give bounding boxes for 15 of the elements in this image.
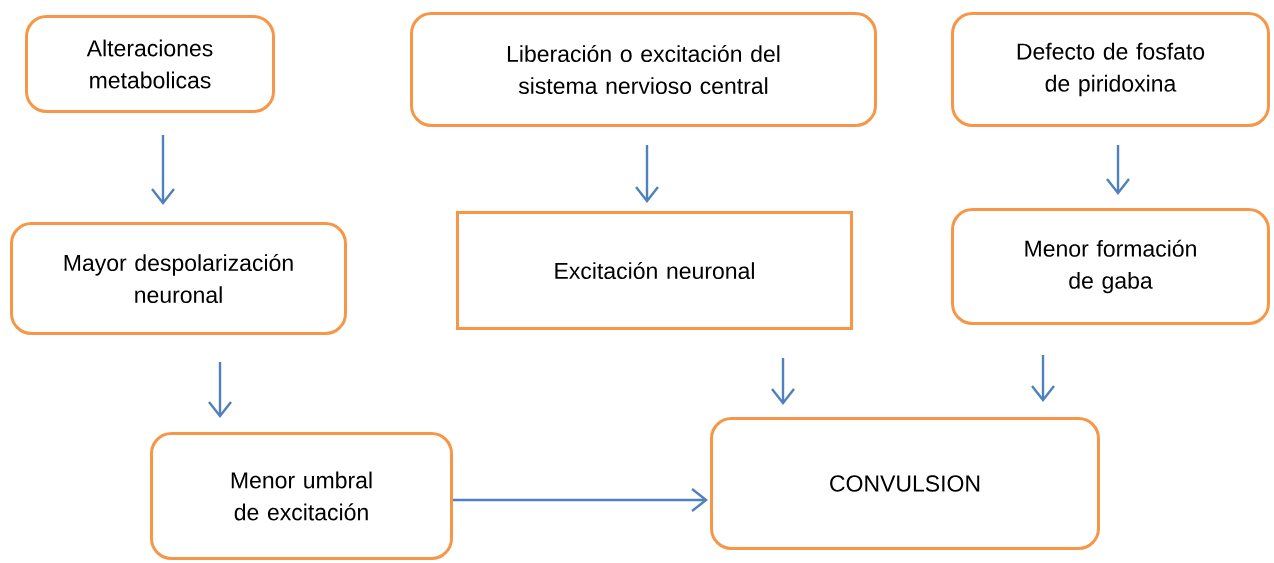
arrow [208, 362, 232, 418]
arrow [151, 135, 175, 205]
arrow [635, 145, 659, 203]
process-box: Menor formación de gaba [951, 208, 1270, 325]
arrow [1106, 145, 1130, 195]
process-box: Menor umbral de excitación [150, 432, 453, 560]
process-box: Liberación o excitación del sistema nervioso central [410, 12, 877, 127]
process-box: Mayor despolarización neuronal [10, 222, 347, 335]
arrow [771, 358, 795, 405]
process-box: CONVULSION [710, 417, 1100, 550]
process-box: Defecto de fosfato de piridoxina [951, 12, 1270, 127]
arrow [1031, 355, 1055, 402]
process-box: Alteraciones metabolicas [25, 15, 275, 113]
arrow [453, 488, 708, 512]
rectangle-box: Excitación neuronal [456, 211, 853, 330]
